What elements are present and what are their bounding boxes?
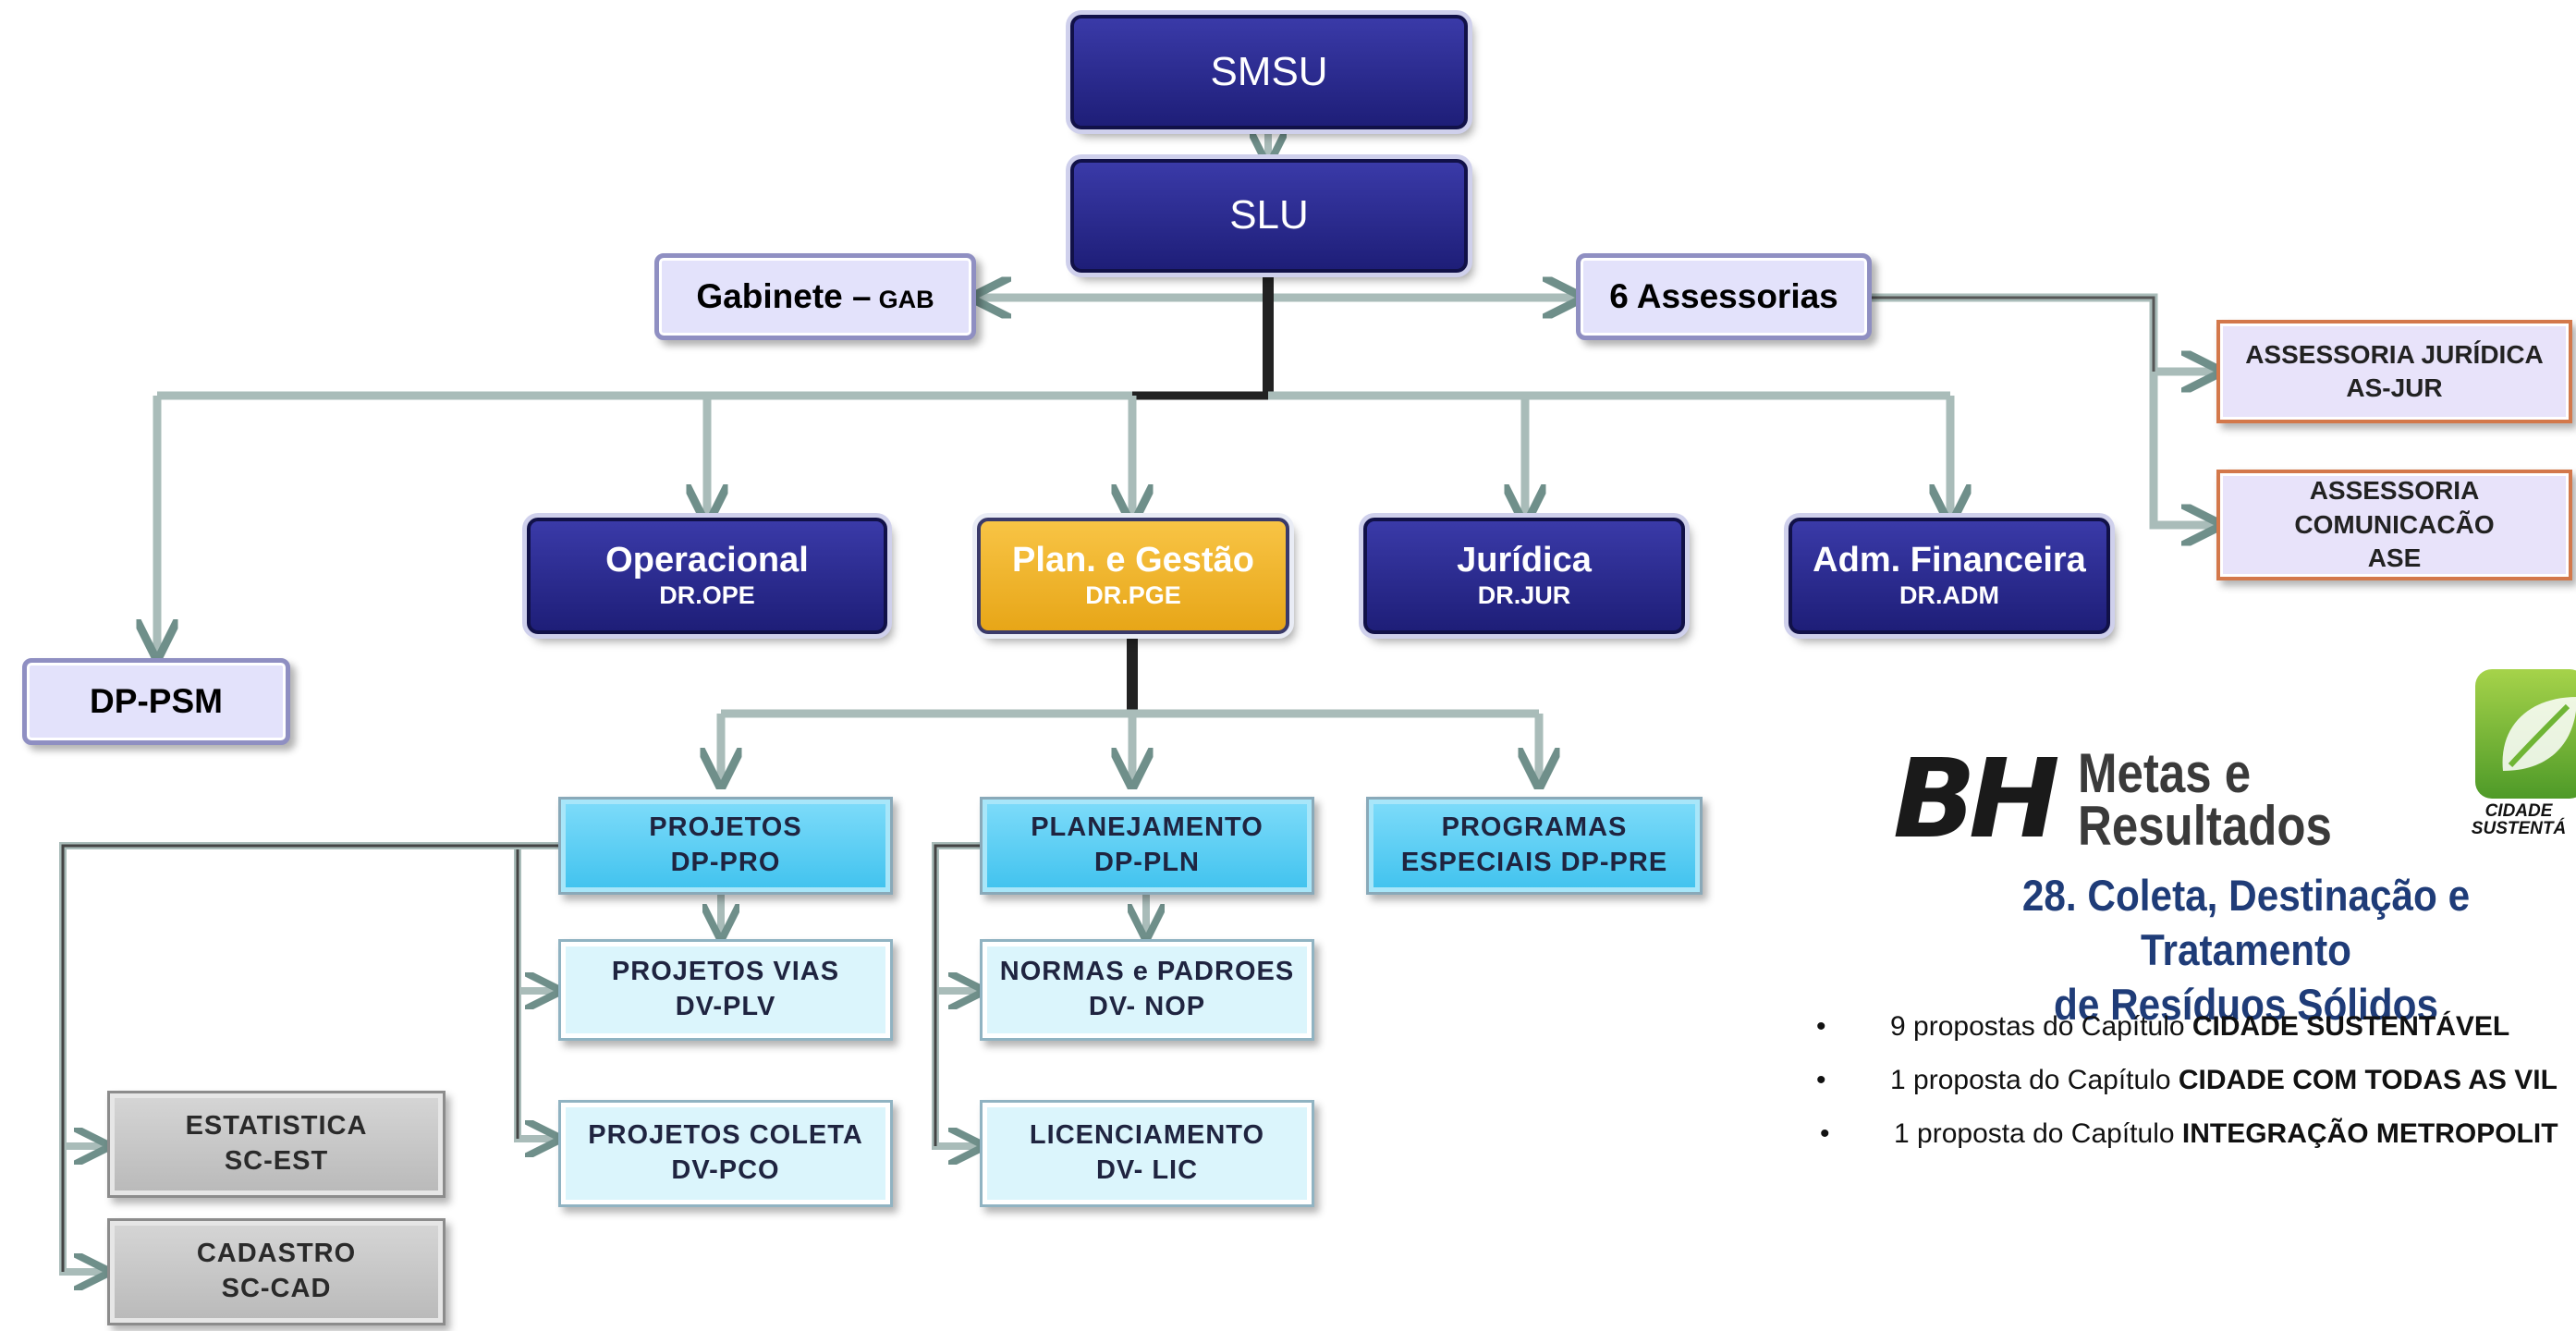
dp-psm-label: DP-PSM [90, 682, 223, 720]
bullet-bold-text: CIDADE SUSTENTÁVEL [2191, 1011, 2510, 1042]
plan-gestao-box[interactable]: Plan. e Gestão DR.PGE [977, 518, 1289, 634]
cadastro-box[interactable]: CADASTRO SC-CAD [107, 1218, 446, 1325]
bullet-icon: • [1816, 1065, 1826, 1095]
assessoria-comunicacao-line1: ASSESSORIA [2309, 476, 2480, 506]
projetos-line2: DP-PRO [670, 848, 781, 877]
bh-logo-line1: Metas e [2078, 742, 2252, 804]
bullet-text: 1 proposta do Capítulo [1890, 1065, 2179, 1095]
normas-line2: DV- NOP [1088, 992, 1206, 1021]
adm-financeira-code: DR.ADM [1899, 580, 1999, 609]
heading-line2: de Resíduos Sólidos [2053, 979, 2439, 1029]
cidade-logo-line2: SUSTENTÁ [2471, 819, 2567, 838]
operacional-box[interactable]: Operacional DR.OPE [527, 518, 887, 634]
bullet-icon: • [1820, 1118, 1830, 1149]
bullet-bold-text: CIDADE COM TODAS AS VIL [2178, 1065, 2558, 1095]
planejamento-line2: DP-PLN [1094, 848, 1200, 877]
adm-financeira-title: Adm. Financeira [1813, 540, 2086, 580]
juridica-box[interactable]: Jurídica DR.JUR [1363, 518, 1685, 634]
bullet-bold-text: INTEGRAÇÃO METROPOLIT [2181, 1118, 2558, 1149]
list-item: • 1 proposta do Capítulo CIDADE COM TODA… [1816, 1061, 2576, 1115]
leaf-icon [2475, 669, 2576, 799]
list-item: • 9 propostas do Capítulo CIDADE SUSTENT… [1816, 1007, 2576, 1061]
estatistica-box[interactable]: ESTATISTICA SC-EST [107, 1091, 446, 1198]
smsu-box[interactable]: SMSU [1070, 15, 1468, 129]
bullet-icon: • [1816, 1011, 1826, 1042]
cidade-sustentavel-logo: CIDADE SUSTENTÁ [2472, 669, 2576, 841]
juridica-code: DR.JUR [1477, 580, 1571, 609]
plan-gestao-code: DR.PGE [1085, 580, 1181, 609]
projetos-vias-box[interactable]: PROJETOS VIAS DV-PLV [558, 939, 893, 1041]
smsu-label: SMSU [1210, 48, 1328, 94]
programas-box[interactable]: PROGRAMAS ESPECIAIS DP-PRE [1366, 797, 1703, 895]
projetos-coleta-box[interactable]: PROJETOS COLETA DV-PCO [558, 1100, 893, 1207]
bh-metas-resultados-logo: BH Metas e Resultados [1893, 739, 2411, 860]
heading-line1: 28. Coleta, Destinação e Tratamento [2021, 871, 2471, 974]
assessoria-comunicacao-line2: COMUNICACÃO [2294, 509, 2495, 539]
programas-line2: ESPECIAIS DP-PRE [1400, 848, 1668, 877]
gabinete-label: Gabinete – [696, 277, 872, 315]
assessoria-juridica-line2: AS-JUR [2346, 373, 2443, 402]
proposals-list: • 9 propostas do Capítulo CIDADE SUSTENT… [1816, 1007, 2576, 1168]
licenciamento-line2: DV- LIC [1095, 1155, 1199, 1185]
cidade-logo-line1: CIDADE [2484, 801, 2553, 821]
normas-line1: NORMAS e PADROES [999, 957, 1295, 987]
normas-box[interactable]: NORMAS e PADROES DV- NOP [980, 939, 1314, 1041]
assessorias-label: 6 Assessorias [1609, 277, 1838, 315]
slu-box[interactable]: SLU [1070, 159, 1468, 273]
bullet-text: 9 propostas do Capítulo [1890, 1011, 2192, 1042]
cadastro-line2: SC-CAD [221, 1274, 332, 1303]
projetos-line1: PROJETOS [649, 812, 802, 843]
planejamento-box[interactable]: PLANEJAMENTO DP-PLN [980, 797, 1314, 895]
assessoria-comunicacao-line3: ASE [2367, 543, 2422, 573]
programas-line1: PROGRAMAS [1441, 812, 1628, 843]
gabinete-code: GAB [878, 285, 934, 313]
bh-logo-line2: Resultados [2078, 795, 2332, 857]
assessoria-juridica-box[interactable]: ASSESSORIA JURÍDICA AS-JUR [2216, 320, 2572, 423]
projetos-vias-line2: DV-PLV [675, 992, 776, 1021]
cadastro-line1: CADASTRO [196, 1239, 357, 1269]
projetos-coleta-line2: DV-PCO [671, 1155, 780, 1185]
gabinete-box[interactable]: Gabinete – GAB [654, 253, 976, 340]
licenciamento-line1: LICENCIAMENTO [1029, 1120, 1265, 1151]
adm-financeira-box[interactable]: Adm. Financeira DR.ADM [1789, 518, 2110, 634]
bh-letters: BH [1893, 735, 2060, 862]
assessoria-juridica-line1: ASSESSORIA JURÍDICA [2245, 339, 2544, 369]
estatistica-line1: ESTATISTICA [185, 1111, 368, 1142]
plan-gestao-title: Plan. e Gestão [1012, 540, 1254, 580]
projetos-coleta-line1: PROJETOS COLETA [588, 1120, 863, 1151]
assessorias-box[interactable]: 6 Assessorias [1576, 253, 1872, 340]
estatistica-line2: SC-EST [224, 1146, 329, 1176]
section-heading: 28. Coleta, Destinação e Tratamento de R… [1895, 869, 2576, 1032]
planejamento-line1: PLANEJAMENTO [1031, 812, 1264, 843]
bullet-text: 1 proposta do Capítulo [1894, 1118, 2182, 1149]
juridica-title: Jurídica [1457, 540, 1592, 580]
projetos-vias-line1: PROJETOS VIAS [611, 957, 840, 987]
list-item: • 1 proposta do Capítulo INTEGRAÇÃO METR… [1816, 1115, 2576, 1168]
assessoria-comunicacao-box[interactable]: ASSESSORIA COMUNICACÃO ASE [2216, 470, 2572, 580]
slu-label: SLU [1229, 192, 1309, 238]
dp-psm-box[interactable]: DP-PSM [22, 658, 290, 745]
projetos-box[interactable]: PROJETOS DP-PRO [558, 797, 893, 895]
operacional-code: DR.OPE [659, 580, 755, 609]
operacional-title: Operacional [605, 540, 809, 580]
licenciamento-box[interactable]: LICENCIAMENTO DV- LIC [980, 1100, 1314, 1207]
